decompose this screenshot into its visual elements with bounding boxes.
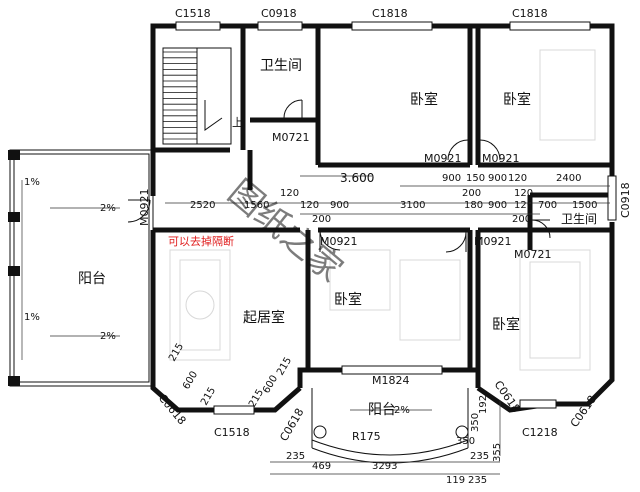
window-label-c0618-4: C0618 bbox=[568, 393, 599, 430]
room-label-wc-right: 卫生间 bbox=[561, 212, 597, 226]
window-label-c0918-right: C0918 bbox=[619, 182, 632, 218]
room-label-bed-right: 卧室 bbox=[492, 316, 520, 333]
balcony-left bbox=[8, 149, 154, 387]
room-label-balcony-bottom: 阳台 bbox=[368, 402, 396, 418]
dim-upper-3: 120 bbox=[508, 173, 527, 184]
room-label-balcony-left: 阳台 bbox=[78, 271, 106, 287]
room-label-living: 起居室 bbox=[243, 309, 285, 326]
balcony-mark-1: 1% bbox=[24, 177, 40, 188]
door-label-m0921-stair: M0921 bbox=[138, 189, 151, 227]
door-label-m0921-bed-tr: M0921 bbox=[482, 152, 520, 165]
room-label-bed-mid: 卧室 bbox=[334, 291, 362, 308]
dim-mid-1: 120 bbox=[280, 188, 299, 199]
dim-lower-7: 120 bbox=[514, 200, 533, 211]
dim-lower-8: 700 bbox=[538, 200, 557, 211]
dim-small-1: 200 bbox=[512, 214, 531, 225]
dim-bottom-0: 235 bbox=[286, 451, 305, 462]
dim-mid-2: 120 bbox=[514, 188, 533, 199]
dim-bay-left-2: 215 bbox=[199, 385, 218, 407]
radius-label: R175 bbox=[352, 430, 381, 443]
window-label-c1818-b: C1818 bbox=[512, 7, 548, 20]
room-label-bed-tl: 卧室 bbox=[410, 91, 438, 108]
dim-lower-3: 900 bbox=[330, 200, 349, 211]
dim-lower-2: 120 bbox=[300, 200, 319, 211]
dim-small-0: 200 bbox=[312, 214, 331, 225]
dim-lower-5: 180 bbox=[464, 200, 483, 211]
dim-bottom-6: 235 bbox=[468, 475, 487, 486]
dim-bay-left-4: 600 bbox=[261, 373, 280, 395]
dim-upper-1: 150 bbox=[466, 173, 485, 184]
dim-bay-left-5: 215 bbox=[275, 355, 294, 377]
window-label-c0618-2: C0618 bbox=[277, 406, 306, 443]
dim-mid-0: 200 bbox=[462, 188, 481, 199]
window-label-c0918-top: C0918 bbox=[261, 7, 297, 20]
stair-up-label: 上 bbox=[232, 116, 243, 129]
dim-bottom-7: 355 bbox=[492, 443, 503, 462]
dim-bay-right-1: 192 bbox=[478, 395, 489, 414]
window-label-c1518-top: C1518 bbox=[175, 7, 211, 20]
dim-bottom-5: 119 bbox=[446, 475, 465, 486]
balcony-mark-2: 1% bbox=[24, 312, 40, 323]
dim-lower-0: 2520 bbox=[190, 200, 215, 211]
level-mark: 3.600 bbox=[340, 171, 374, 185]
door-label-m1824: M1824 bbox=[372, 374, 410, 387]
windows bbox=[175, 21, 617, 415]
dim-bay-right-0: 350 bbox=[470, 413, 481, 432]
window-label-c1518-bottom: C1518 bbox=[214, 426, 250, 439]
door-label-m0921-bed-mid: M0921 bbox=[320, 235, 358, 248]
balcony-bottom bbox=[311, 388, 469, 464]
dim-lower-4: 3100 bbox=[400, 200, 425, 211]
door-label-m0921-bed-right: M0921 bbox=[474, 235, 512, 248]
dim-bottom-3: 235 bbox=[470, 451, 489, 462]
window-label-c1218-bottom: C1218 bbox=[522, 426, 558, 439]
dim-lower-1: 1560 bbox=[244, 200, 269, 211]
dim-bottom-1: 469 bbox=[312, 461, 331, 472]
room-labels: 卫生间 卧室 卧室 阳台 起居室 卧室 卧室 卫生间 阳台 bbox=[78, 58, 597, 418]
dim-upper-2: 900 bbox=[488, 173, 507, 184]
door-label-m0721-right: M0721 bbox=[514, 248, 552, 261]
dim-upper-4: 2400 bbox=[556, 173, 581, 184]
doors bbox=[127, 99, 551, 253]
staircase bbox=[162, 47, 232, 145]
door-label-m0921-bed-tl: M0921 bbox=[424, 152, 462, 165]
door-label-m0721-top: M0721 bbox=[272, 131, 310, 144]
room-label-bed-tr: 卧室 bbox=[503, 91, 531, 108]
dim-lower-6: 900 bbox=[488, 200, 507, 211]
balcony-mark-4: 2% bbox=[100, 331, 116, 342]
room-label-wc-top: 卫生间 bbox=[260, 58, 302, 74]
walls bbox=[150, 23, 615, 413]
dim-bottom-2: 350 bbox=[456, 436, 475, 447]
dim-lower-9: 1500 bbox=[572, 200, 597, 211]
balcony-mark-5: 2% bbox=[394, 405, 410, 416]
background-decor bbox=[169, 49, 596, 371]
window-label-c1818-a: C1818 bbox=[372, 7, 408, 20]
dim-bay-left-1: 600 bbox=[181, 369, 200, 391]
dimension-lines bbox=[165, 175, 610, 475]
door-labels: M0721 M0921 M0921 M0921 M0921 M0921 M072… bbox=[138, 131, 552, 261]
balcony-mark-3: 2% bbox=[100, 203, 116, 214]
dim-upper-0: 900 bbox=[442, 173, 461, 184]
partition-note: 可以去掉隔断 bbox=[168, 234, 234, 248]
dim-bottom-4: 3293 bbox=[372, 461, 397, 472]
